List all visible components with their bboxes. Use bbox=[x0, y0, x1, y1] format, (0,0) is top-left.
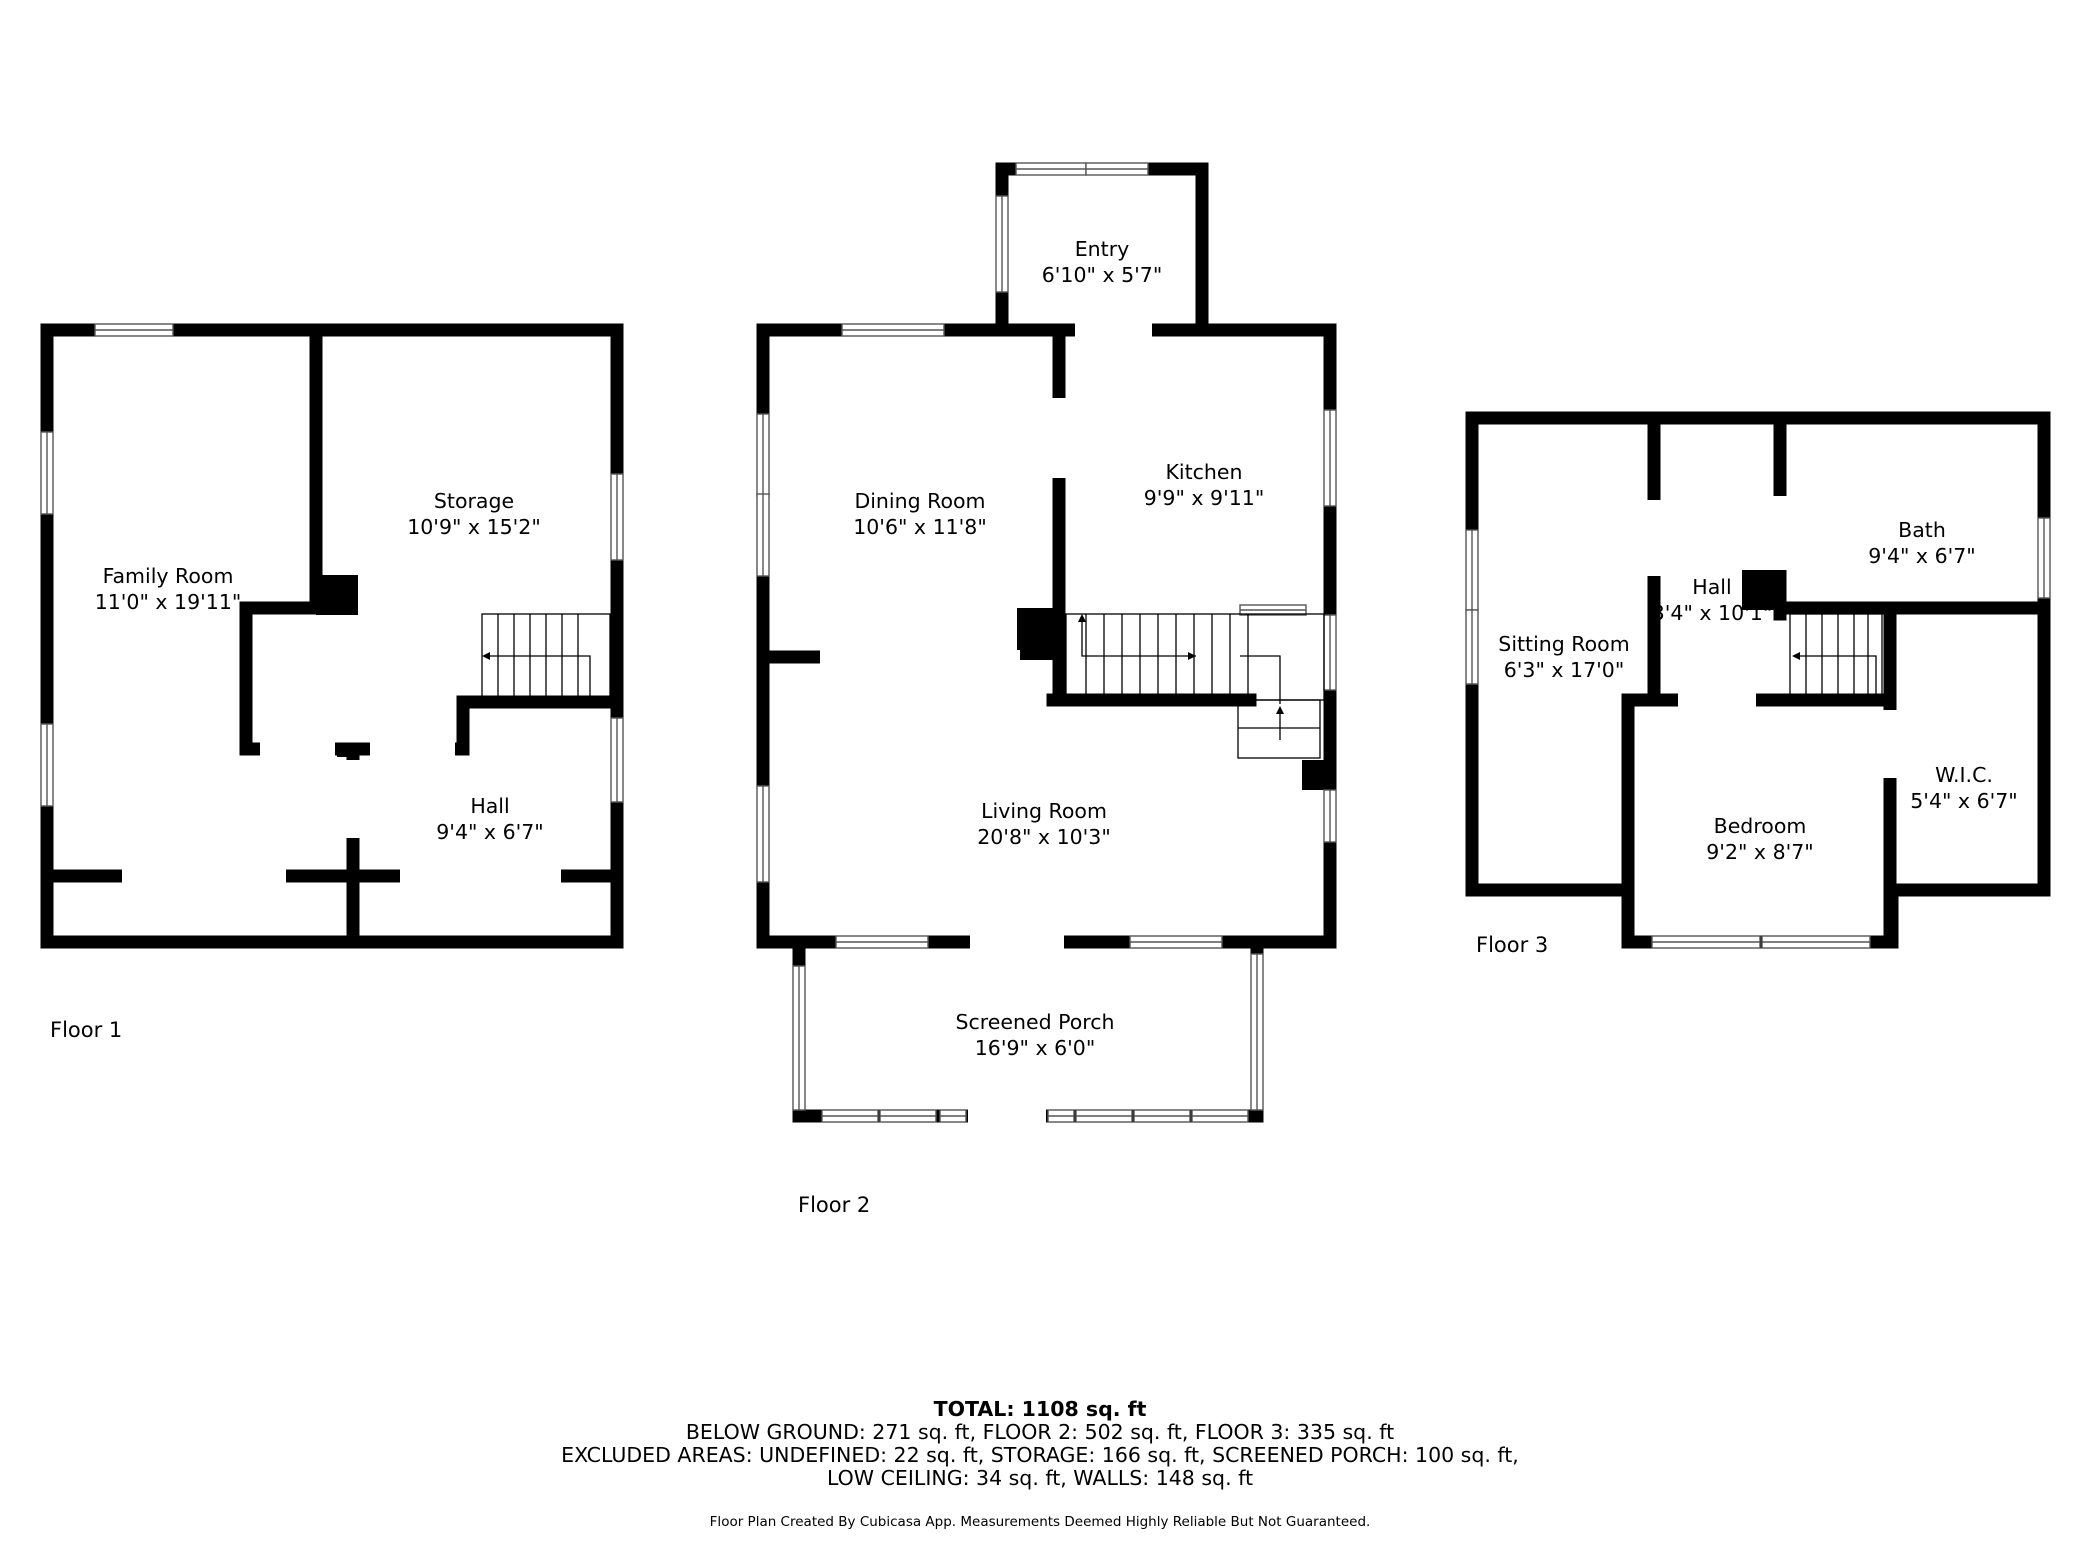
room-dims: 9'2" x 8'7" bbox=[1706, 840, 1814, 864]
room-name: Storage bbox=[433, 489, 515, 513]
room-storage: Storage 10'9" x 15'2" bbox=[407, 488, 541, 540]
room-dims: 3'4" x 10'1" bbox=[1651, 601, 1773, 625]
stairs bbox=[481, 613, 1883, 759]
disclaimer: Floor Plan Created By Cubicasa App. Meas… bbox=[709, 1514, 1371, 1530]
room-name: Screened Porch bbox=[955, 1010, 1115, 1034]
room-dims: 9'4" x 6'7" bbox=[1868, 544, 1976, 568]
room-dims: 10'6" x 11'8" bbox=[853, 515, 987, 539]
room-name: Kitchen bbox=[1165, 460, 1243, 484]
room-name: Hall bbox=[1692, 575, 1732, 599]
room-name: Hall bbox=[470, 794, 510, 818]
door-openings bbox=[122, 323, 2024, 1123]
room-hall-floor1: Hall 9'4" x 6'7" bbox=[436, 793, 543, 845]
room-name: Bath bbox=[1898, 518, 1946, 542]
room-sitting-room: Sitting Room 6'3" x 17'0" bbox=[1498, 631, 1629, 683]
area-breakdown-line-3: LOW CEILING: 34 sq. ft, WALLS: 148 sq. f… bbox=[826, 1466, 1253, 1490]
floor1-walls bbox=[40, 323, 624, 949]
room-bedroom: Bedroom 9'2" x 8'7" bbox=[1706, 813, 1813, 865]
room-dims: 9'9" x 9'11" bbox=[1143, 486, 1265, 510]
room-name: Bedroom bbox=[1713, 814, 1807, 838]
room-kitchen: Kitchen 9'9" x 9'11" bbox=[1144, 459, 1265, 511]
room-name: Living Room bbox=[981, 799, 1107, 823]
area-breakdown-line-2: EXCLUDED AREAS: UNDEFINED: 22 sq. ft, ST… bbox=[561, 1443, 1519, 1467]
room-screened-porch: Screened Porch 16'9" x 6'0" bbox=[955, 1009, 1114, 1061]
room-wic: W.I.C. 5'4" x 6'7" bbox=[1910, 762, 2017, 814]
total-area: TOTAL: 1108 sq. ft bbox=[933, 1397, 1147, 1421]
room-name: Entry bbox=[1074, 237, 1130, 261]
floor-3-label: Floor 3 bbox=[1476, 933, 1549, 957]
room-dims: 11'0" x 19'11" bbox=[94, 590, 242, 614]
area-breakdown-line-1: BELOW GROUND: 271 sq. ft, FLOOR 2: 502 s… bbox=[685, 1420, 1395, 1444]
floor-1-label: Floor 1 bbox=[50, 1018, 123, 1042]
room-name: Dining Room bbox=[854, 489, 986, 513]
room-family-room: Family Room 11'0" x 19'11" bbox=[95, 563, 242, 615]
area-summary: TOTAL: 1108 sq. ft BELOW GROUND: 271 sq.… bbox=[0, 1398, 2080, 1490]
room-dining-room: Dining Room 10'6" x 11'8" bbox=[853, 488, 987, 540]
room-hall-floor3: Hall 3'4" x 10'1" bbox=[1652, 574, 1773, 626]
room-entry: Entry 6'10" x 5'7" bbox=[1042, 236, 1163, 288]
room-name: W.I.C. bbox=[1935, 763, 1993, 787]
room-dims: 20'8" x 10'3" bbox=[977, 825, 1111, 849]
room-dims: 6'10" x 5'7" bbox=[1041, 263, 1163, 287]
stair-arrows bbox=[482, 614, 1800, 714]
windows bbox=[40, 162, 2051, 1123]
wall-blocks bbox=[316, 570, 1782, 790]
room-dims: 6'3" x 17'0" bbox=[1503, 658, 1625, 682]
room-dims: 9'4" x 6'7" bbox=[436, 820, 544, 844]
floor-2-label: Floor 2 bbox=[798, 1193, 871, 1217]
room-dims: 5'4" x 6'7" bbox=[1910, 789, 2018, 813]
room-name: Family Room bbox=[102, 564, 234, 588]
room-bath: Bath 9'4" x 6'7" bbox=[1868, 517, 1975, 569]
room-dims: 16'9" x 6'0" bbox=[974, 1036, 1096, 1060]
room-name: Sitting Room bbox=[1498, 632, 1630, 656]
room-living-room: Living Room 20'8" x 10'3" bbox=[977, 798, 1111, 850]
room-dims: 10'9" x 15'2" bbox=[407, 515, 541, 539]
